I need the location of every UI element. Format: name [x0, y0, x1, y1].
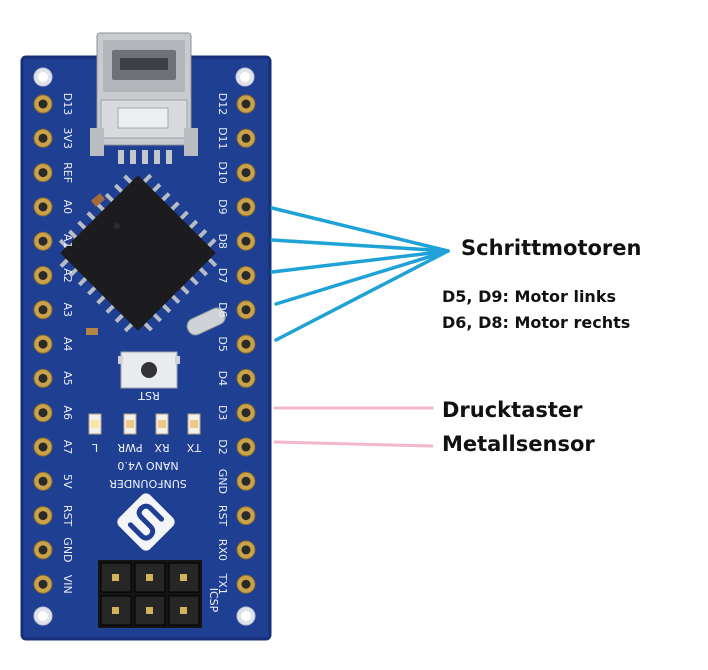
pin-label-d13: D13	[61, 93, 74, 115]
pin-label-tx1: TX1	[216, 573, 229, 595]
pin-label-d7: D7	[216, 268, 229, 283]
pin-label-a0: A0	[61, 200, 74, 215]
schrittmotoren-connector-lines	[270, 206, 450, 342]
pin-hole	[236, 368, 256, 388]
smd-component	[90, 193, 106, 207]
usb-connector	[90, 32, 198, 164]
motor-rechts-note: D6, D8: Motor rechts	[442, 313, 631, 332]
pin-label-a2: A2	[61, 268, 74, 283]
drucktaster-label: Drucktaster	[442, 398, 583, 422]
pin-hole	[236, 471, 256, 491]
pin-hole	[33, 231, 53, 251]
pin-label-a6: A6	[61, 405, 74, 420]
pin-label-rx0: RX0	[216, 539, 229, 561]
pin-hole	[33, 471, 53, 491]
reset-button	[118, 351, 180, 389]
pin-hole	[236, 266, 256, 285]
pin-hole	[33, 437, 53, 457]
pin-label-d11: D11	[216, 127, 229, 149]
pin-label-d8: D8	[216, 233, 229, 248]
sunfounder-logo	[117, 493, 175, 551]
pin-hole	[33, 300, 53, 320]
pcb-body	[22, 57, 270, 639]
pin-hole	[33, 334, 53, 354]
sensor-connector-lines	[273, 406, 434, 448]
pin-label-rst: RST	[216, 505, 229, 527]
pin-hole	[236, 300, 256, 320]
pin-hole	[236, 163, 256, 183]
schrittmotoren-line	[270, 249, 450, 274]
pin-hole	[33, 163, 53, 183]
silk-rst-label: RST	[138, 389, 160, 402]
pin-hole	[236, 540, 256, 560]
pin-label-d3: D3	[216, 405, 229, 420]
microcontroller-chip	[58, 173, 218, 333]
pin-label-3v3: 3V3	[61, 128, 74, 150]
pin-hole	[33, 540, 53, 560]
pin-label-d12: D12	[216, 93, 229, 115]
right-pin-header	[236, 94, 256, 594]
pin-label-d4: D4	[216, 371, 229, 386]
schrittmotoren-line	[274, 249, 450, 306]
pin-hole	[236, 574, 256, 594]
silk-led-rx: RX	[154, 441, 170, 454]
schrittmotoren-line	[274, 249, 450, 342]
pin-label-a4: A4	[61, 337, 74, 352]
pin-hole	[236, 94, 256, 114]
pin-hole	[33, 403, 53, 423]
motor-links-note: D5, D9: Motor links	[442, 287, 616, 306]
pin-label-d10: D10	[216, 161, 229, 183]
pin-label-vin: VIN	[61, 575, 74, 594]
crystal-oscillator	[186, 307, 226, 336]
pin-label-a7: A7	[61, 440, 74, 455]
pin-hole	[236, 128, 256, 148]
pin-hole	[33, 368, 53, 388]
pin-label-a5: A5	[61, 371, 74, 386]
pin-label-d6: D6	[216, 302, 229, 317]
pin-hole	[33, 197, 53, 217]
silk-icsp: ICSP	[207, 588, 220, 613]
smd-capacitor	[86, 328, 98, 335]
schrittmotoren-line	[270, 206, 450, 253]
pin-hole	[236, 437, 256, 457]
pin-label-gnd: GND	[216, 469, 229, 494]
silk-led-pwr: PWR	[117, 441, 143, 454]
pin-hole	[33, 506, 53, 526]
pin-hole	[236, 231, 256, 251]
pin-hole	[236, 197, 256, 217]
pin-label-d5: D5	[216, 336, 229, 351]
pin-label-a1: A1	[61, 234, 74, 249]
pin-hole	[33, 266, 53, 285]
pin-label-5v: 5V	[61, 474, 74, 489]
silk-model: NANO V4.0	[117, 459, 178, 472]
pin-label-ref: REF	[61, 162, 74, 183]
status-leds	[88, 413, 201, 435]
pin-label-rst: RST	[61, 505, 74, 527]
pin-hole	[33, 574, 53, 594]
schrittmotoren-line	[270, 238, 450, 253]
arduino-nano-board: RST L PWR RX TX NANO V4.0 SUNFOUNDER	[20, 32, 272, 641]
pin-label-d2: D2	[216, 439, 229, 454]
silk-led-l: L	[91, 441, 98, 454]
pin-label-gnd: GND	[61, 537, 74, 562]
schrittmotoren-label: Schrittmotoren	[461, 236, 642, 260]
left-pin-header	[33, 94, 53, 594]
pin-hole	[33, 128, 53, 148]
pin-hole	[236, 334, 256, 354]
silk-brand: SUNFOUNDER	[109, 477, 187, 490]
pin-hole	[236, 403, 256, 423]
pin-label-d9: D9	[216, 199, 229, 214]
pin-hole	[33, 94, 53, 114]
pin-hole	[236, 506, 256, 526]
metallsensor-line	[273, 440, 434, 448]
pin-label-a3: A3	[61, 303, 74, 318]
icsp-header	[98, 560, 202, 628]
silk-led-tx: TX	[186, 441, 202, 454]
metallsensor-label: Metallsensor	[442, 432, 595, 456]
